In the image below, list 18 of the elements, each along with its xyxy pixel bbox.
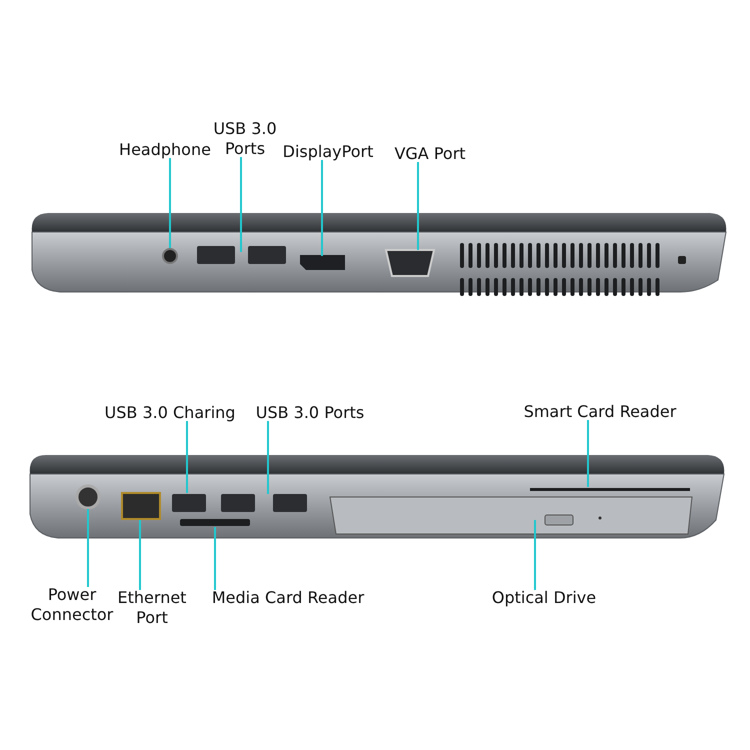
callout-label: Media Card Reader xyxy=(203,588,373,608)
callout-label: VGA Port xyxy=(385,144,475,164)
callout-label: USB 3.0 Charing xyxy=(95,403,245,423)
leader-line xyxy=(87,509,89,587)
leader-line xyxy=(240,157,242,252)
leader-line xyxy=(267,421,269,494)
callout-label: Smart Card Reader xyxy=(515,402,685,422)
leader-line xyxy=(186,421,188,493)
leader-line xyxy=(214,527,216,590)
leader-line xyxy=(417,162,419,250)
leader-line xyxy=(587,420,589,487)
callout-label: USB 3.0 Ports xyxy=(245,403,375,423)
callout-label: Ethernet Port xyxy=(112,588,192,628)
leader-line xyxy=(321,160,323,256)
leader-line xyxy=(169,158,171,248)
leader-line xyxy=(534,520,536,590)
leader-line xyxy=(139,520,141,590)
callout-label: Optical Drive xyxy=(484,588,604,608)
